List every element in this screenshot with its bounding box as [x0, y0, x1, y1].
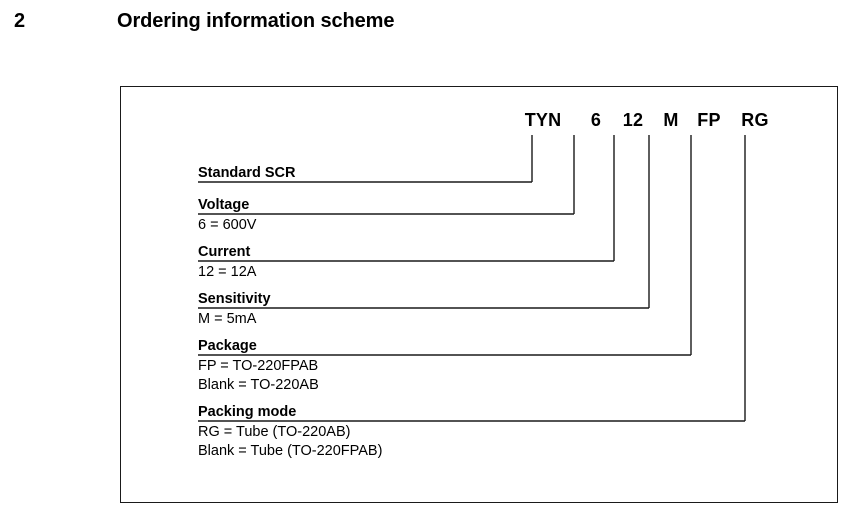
- field-detail-list: FP = TO-220FPAB Blank = TO-220AB: [198, 357, 319, 395]
- field-detail: RG = Tube (TO-220AB): [198, 424, 351, 440]
- section-number: 2: [14, 10, 26, 32]
- field-group-packing-mode: Packing mode RG = Tube (TO-220AB) Blank = …: [198, 404, 382, 461]
- field-title: Standard SCR: [198, 165, 296, 181]
- field-detail-list: M = 5mA: [198, 310, 271, 329]
- part-number-segment-fp: FP: [697, 110, 721, 130]
- field-detail: M = 5mA: [198, 311, 257, 327]
- field-group-current: Current 12 = 12A: [198, 244, 256, 282]
- field-detail: 6 = 600V: [198, 217, 257, 233]
- part-number-row: TYN 6 12 M FP RG: [121, 109, 839, 131]
- field-title: Voltage: [198, 197, 250, 213]
- part-number-segment-m: M: [663, 110, 679, 130]
- field-title: Current: [198, 244, 251, 260]
- part-number-segment-tyn: TYN: [524, 110, 562, 130]
- ordering-scheme-diagram: TYN 6 12 M FP RG Standard SCR Voltage 6 = 600V C…: [120, 86, 838, 503]
- part-number-segment-rg: RG: [741, 110, 769, 130]
- field-detail-list: 12 = 12A: [198, 263, 256, 282]
- field-detail-list: 6 = 600V: [198, 216, 256, 235]
- field-group-sensitivity: Sensitivity M = 5mA: [198, 291, 271, 329]
- field-detail: FP = TO-220FPAB: [198, 358, 319, 374]
- field-title: Sensitivity: [198, 291, 271, 307]
- field-detail: 12 = 12A: [198, 264, 257, 280]
- field-detail-list: RG = Tube (TO-220AB) Blank = Tube (TO-220…: [198, 423, 382, 461]
- field-detail: Blank = TO-220AB: [198, 377, 319, 393]
- page-heading: 2 Ordering information scheme: [0, 10, 850, 44]
- field-title: Packing mode: [198, 404, 297, 420]
- page-title: Ordering information scheme: [117, 10, 395, 32]
- field-group-package: Package FP = TO-220FPAB Blank = TO-220AB: [198, 338, 319, 395]
- field-label-list: Standard SCR Voltage 6 = 600V Current 12 = 1…: [121, 87, 839, 504]
- field-title: Package: [198, 338, 257, 354]
- field-detail: Blank = Tube (TO-220FPAB): [198, 443, 383, 459]
- field-group-voltage: Voltage 6 = 600V: [198, 197, 256, 235]
- field-group-standard-scr: Standard SCR: [198, 165, 296, 182]
- part-number-segment-12: 12: [622, 110, 644, 130]
- diagram-canvas: TYN 6 12 M FP RG Standard SCR Voltage 6 = 600V C…: [121, 87, 839, 504]
- part-number-segment-6: 6: [590, 110, 602, 130]
